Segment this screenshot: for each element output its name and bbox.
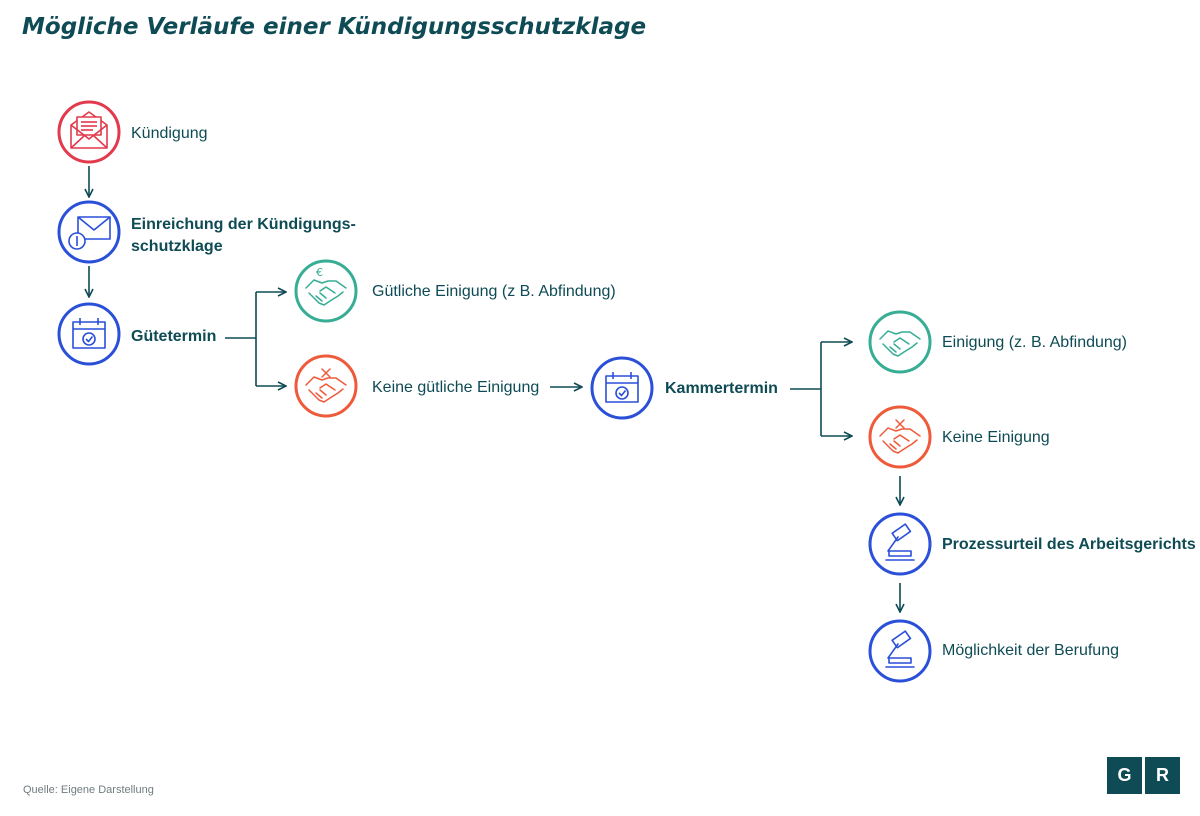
label-prozessurteil: Prozessurteil des Arbeitsgerichts	[942, 536, 1196, 553]
label-kuendigung: Kündigung	[131, 125, 208, 142]
connectors	[89, 166, 900, 612]
source-note: Quelle: Eigene Darstellung	[23, 784, 154, 796]
logo-letter-g: G	[1107, 757, 1142, 794]
letter-icon	[70, 111, 108, 149]
logo-letter-r: R	[1145, 757, 1180, 794]
node-prozessurteil	[868, 512, 932, 576]
node-kammertermin	[590, 356, 654, 420]
gavel-icon	[885, 630, 915, 668]
gr-logo: G R	[1107, 757, 1180, 794]
handshake-euro-icon: €	[305, 266, 347, 306]
label-keine-guetliche: Keine gütliche Einigung	[372, 379, 540, 396]
node-einigung	[868, 310, 932, 374]
label-kammertermin: Kammertermin	[665, 380, 778, 397]
label-guetliche-einigung: Gütliche Einigung (z B. Abfindung)	[372, 283, 616, 300]
node-keine-guetliche	[294, 354, 358, 418]
node-einreichung	[57, 200, 121, 264]
node-guetetermin	[57, 302, 121, 366]
label-berufung: Möglichkeit der Berufung	[942, 642, 1119, 659]
label-guetetermin: Gütetermin	[131, 328, 217, 345]
label-einreichung: Einreichung der Kündigungs-schutzklage	[131, 216, 356, 255]
mail-pen-icon	[68, 216, 111, 250]
handshake-x-icon	[305, 368, 347, 403]
node-kuendigung	[57, 100, 121, 164]
label-keine-einigung: Keine Einigung	[942, 429, 1050, 446]
node-keine-einigung	[868, 405, 932, 469]
page-title: Mögliche Verläufe einer Kündigungsschutz…	[22, 14, 647, 40]
node-berufung	[868, 619, 932, 683]
node-guetliche-einigung: €	[294, 259, 358, 323]
calendar-check-icon	[605, 372, 639, 403]
handshake-icon	[879, 330, 921, 357]
gavel-icon	[885, 523, 915, 561]
label-einigung: Einigung (z. B. Abfindung)	[942, 334, 1128, 351]
calendar-check-icon	[72, 318, 106, 349]
handshake-x-icon	[879, 419, 921, 454]
svg-text:€: €	[316, 266, 323, 279]
